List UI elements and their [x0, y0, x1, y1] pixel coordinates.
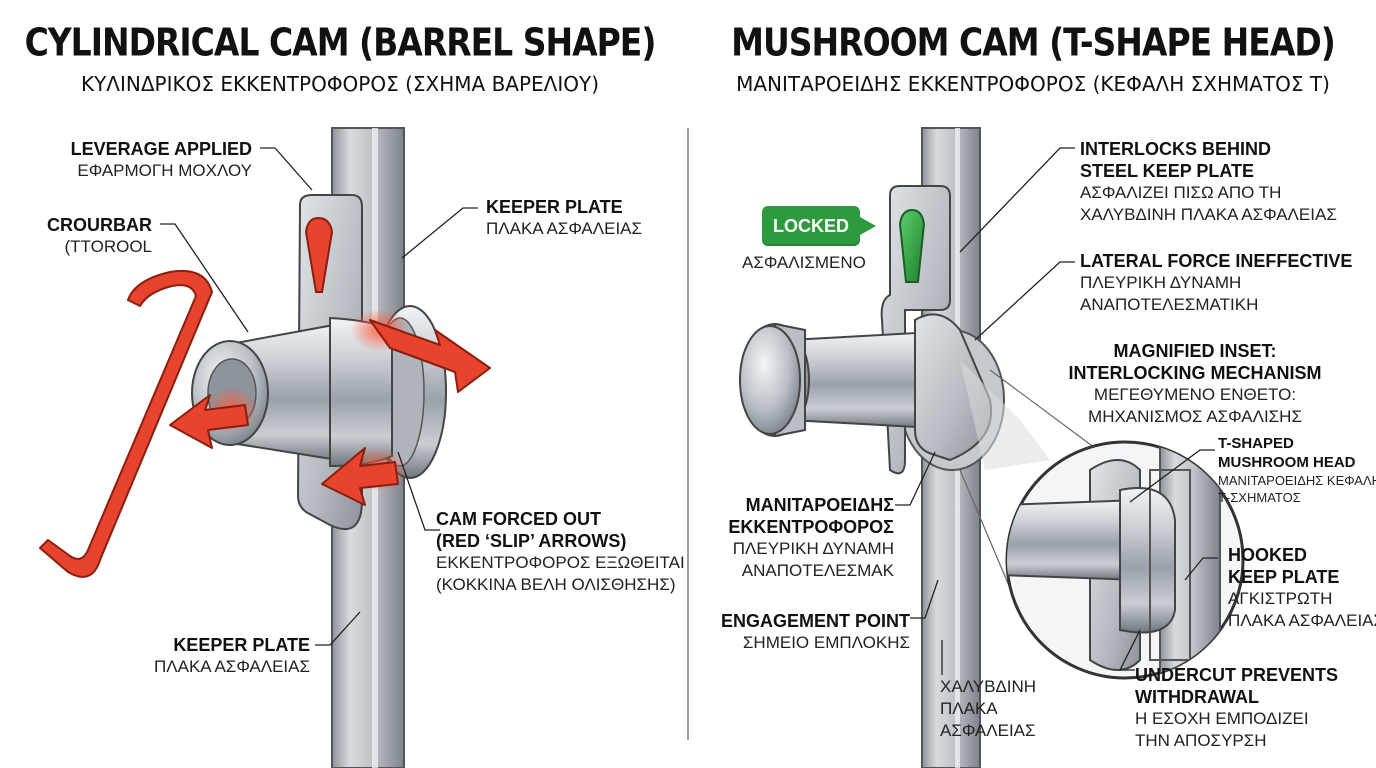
label-crowbar: CROURBAR (TTOROOL: [47, 215, 152, 256]
label-tshaped: T-SHAPED MUSHROOM HEAD ΜΑΝΙΤΑΡΟΕΙΔΗΣ ΚΕΦ…: [1218, 435, 1376, 505]
mushroom-shaft: [789, 330, 936, 430]
left-slot: [304, 216, 334, 293]
label-keeper-top: KEEPER PLATE ΠΛΑΚΑ ΑΣΦΑΛΕΙΑΣ: [486, 197, 643, 238]
label-steel-plate: ΧΑΛΥΒΔΙΝΗ ΠΛΑΚΑ ΑΣΦΑΛΕΙΑΣ: [940, 677, 1037, 740]
crowbar: [39, 270, 213, 578]
magnified-inset: [1005, 440, 1245, 680]
label-engagement: ENGAGEMENT POINT ΣΗΜΕΙΟ ΕΜΠΛΟΚΗΣ: [720, 611, 910, 652]
label-mushroom: ΜΑΝΙΤΑΡΟΕΙΔΗΣ ΕΚΚΕΝΤΡΟΦΟΡΟΣ ΠΛΕΥΡΙΚΗ ΔΥΝ…: [728, 495, 894, 580]
label-leverage: LEVERAGE APPLIED ΕΦΑΡΜΟΓΗ ΜΟΧΛΟΥ: [70, 139, 252, 180]
left-title: CYLINDRICAL CAM (BARREL SHAPE): [24, 20, 657, 65]
label-cam-forced: CAM FORCED OUT (RED ‘SLIP’ ARROWS) ΕΚΚΕΝ…: [436, 509, 685, 594]
locked-badge: LOCKED: [762, 206, 876, 246]
label-hooked: HOOKED KEEP PLATE ΑΓΚΙΣΤΡΩΤΗ ΠΛΑΚΑ ΑΣΦΑΛ…: [1228, 545, 1376, 630]
label-keeper-bottom: KEEPER PLATE ΠΛΑΚΑ ΑΣΦΑΛΕΙΑΣ: [153, 635, 310, 676]
right-subtitle: ΜΑΝΙΤΑΡΟΕΙΔΗΣ ΕΚΚΕΝΤΡΟΦΟΡΟΣ (ΚΕΦΑΛΗ ΣΧΗΜ…: [736, 72, 1330, 96]
locked-greek: ΑΣΦΑΛΙΣΜΕΝΟ: [742, 253, 866, 272]
label-undercut: UNDERCUT PREVENTS WITHDRAWAL Η ΕΣΟΧΗ ΕΜΠ…: [1135, 665, 1339, 750]
label-inset: MAGNIFIED INSET: INTERLOCKING MECHANISM …: [1068, 341, 1322, 426]
right-title: MUSHROOM CAM (T-SHAPE HEAD): [731, 20, 1336, 65]
slip-arrows: [169, 319, 491, 506]
left-subtitle: ΚΥΛΙΝΔΡΙΚΟΣ ΕΚΚΕΝΤΡΟΦΟΡΟΣ (ΣΧΗΜΑ ΒΑΡΕΛΙΟ…: [80, 72, 600, 96]
label-interlocks: INTERLOCKS BEHIND STEEL KEEP PLATE ΑΣΦΑΛ…: [1080, 139, 1337, 224]
label-lateral: LATERAL FORCE INEFFECTIVE ΠΛΕΥΡΙΚΗ ΔΥΝΑΜ…: [1080, 251, 1353, 314]
